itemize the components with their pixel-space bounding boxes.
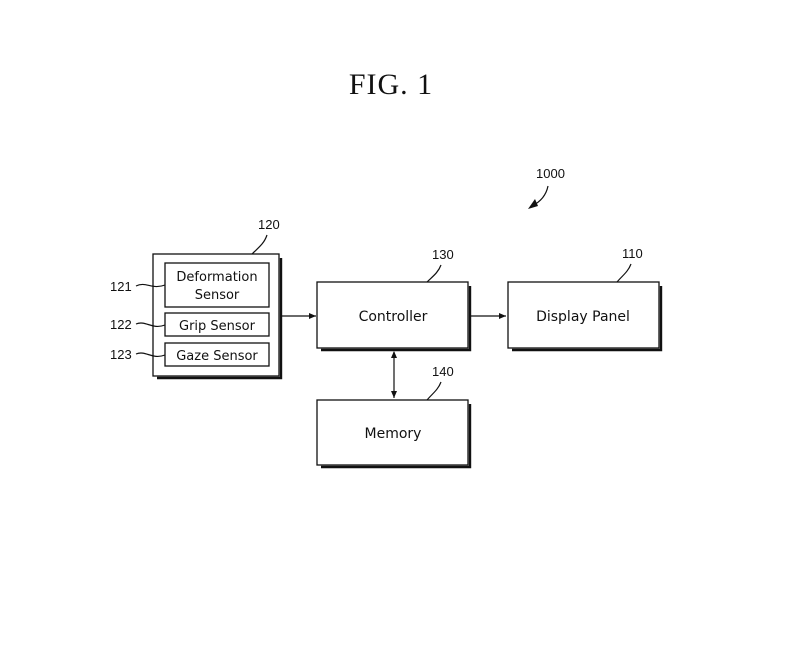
controller-ref-leader (426, 264, 442, 283)
memory-block (316, 399, 472, 469)
figure-title: FIG. 1 (348, 68, 434, 101)
controller-block (316, 281, 472, 352)
memory-ref-label: 140 (432, 364, 454, 379)
system-ref-label: 1000 (536, 166, 565, 181)
display-panel-block (507, 281, 663, 352)
gaze-sensor-label: Gaze Sensor (176, 349, 258, 364)
deformation-sensor-label-line2: Sensor (195, 288, 240, 303)
system-ref-arrowhead (528, 199, 538, 209)
grip-sensor-ref-label: 122 (110, 317, 132, 332)
controller-ref-label: 130 (432, 247, 454, 262)
display-panel-label: Display Panel (536, 309, 630, 325)
gaze-sensor-ref-label: 123 (110, 347, 132, 362)
deformation-sensor-ref-label: 121 (110, 279, 132, 294)
deformation-sensor-ref-leader (135, 283, 166, 288)
grip-sensor-ref-leader (135, 322, 166, 327)
deformation-sensor-label-line1: Deformation (176, 270, 257, 285)
sensor-group-ref-label: 120 (258, 217, 280, 232)
gaze-sensor-ref-leader (135, 352, 166, 357)
display-panel-ref-label: 110 (622, 246, 643, 261)
grip-sensor-label: Grip Sensor (179, 319, 256, 334)
gaze-sensor-block (164, 342, 270, 367)
sensor-group-ref-leader (251, 234, 268, 255)
controller-label: Controller (359, 309, 428, 325)
grip-sensor-block (164, 312, 270, 337)
memory-ref-leader (426, 381, 442, 401)
memory-label: Memory (365, 426, 422, 442)
display-panel-ref-leader (616, 263, 632, 283)
